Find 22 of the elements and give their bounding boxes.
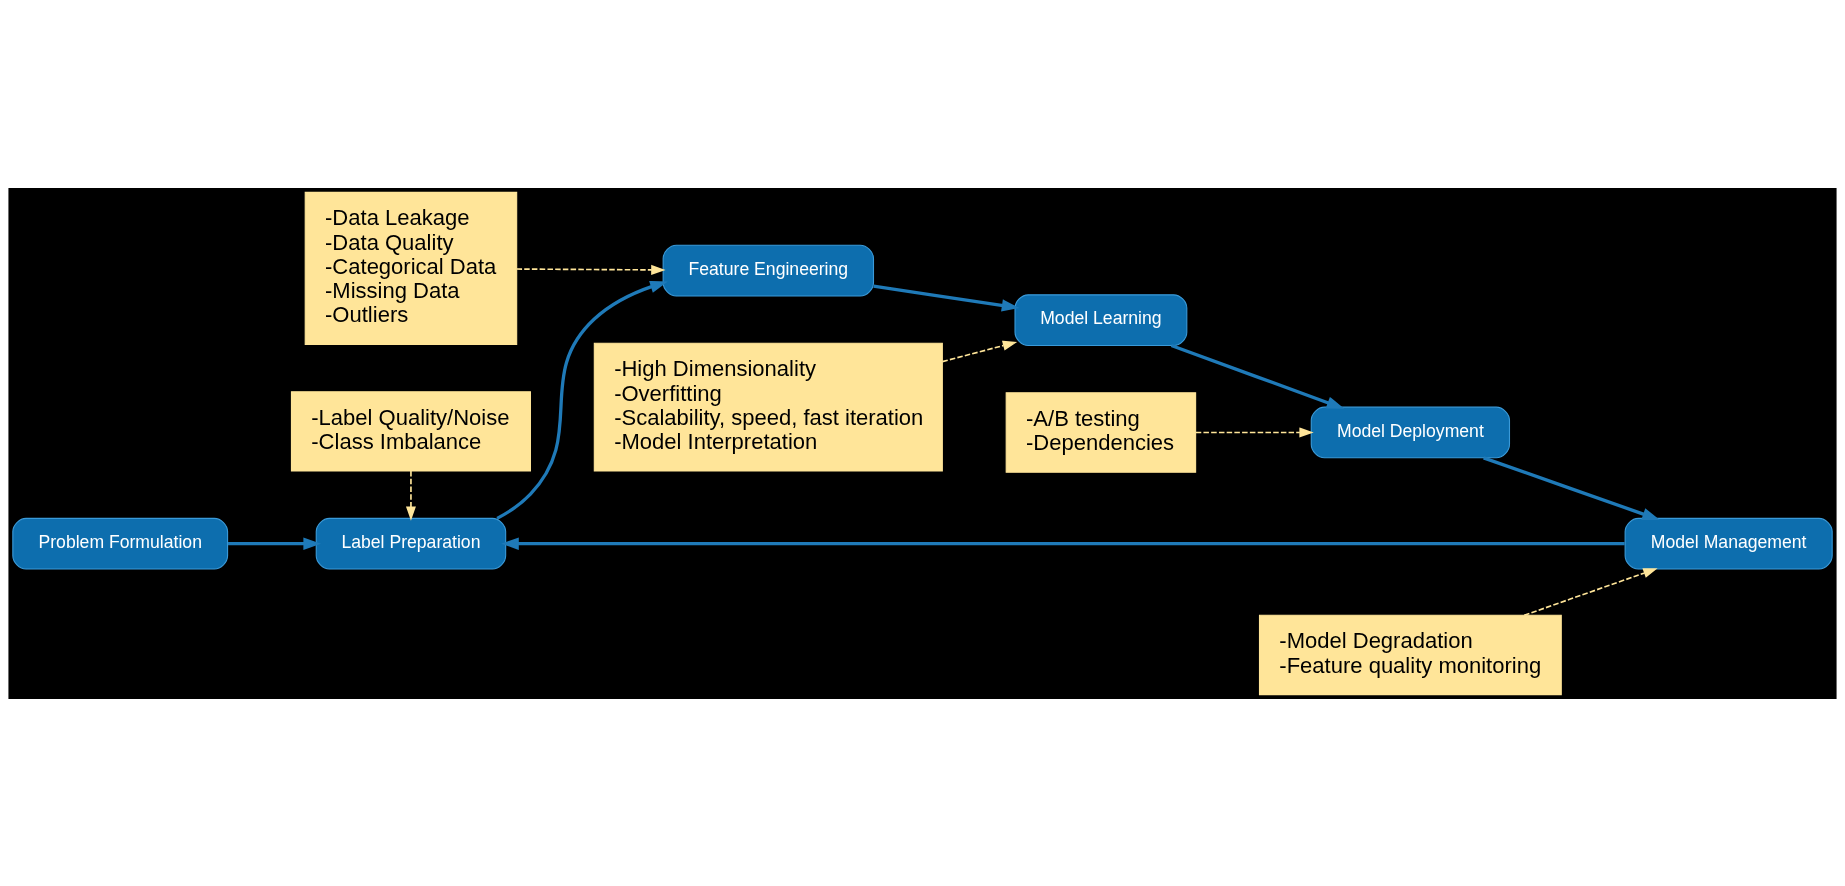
- arrow: [1483, 455, 1660, 520]
- node-box: Model Learning: [1014, 293, 1188, 346]
- node-box: Label Preparation: [315, 517, 507, 570]
- node-box: Feature Engineering: [662, 244, 875, 296]
- node-box: Model Deployment: [1310, 406, 1511, 458]
- arrow: [941, 340, 1018, 362]
- arrow: [227, 537, 322, 550]
- node-box: Model Management: [1624, 517, 1833, 570]
- node-box: -Label Quality/Noise -Class Imbalance: [290, 390, 531, 472]
- arrow: [1170, 343, 1345, 409]
- arrow: [515, 264, 666, 275]
- arrow: [405, 469, 416, 521]
- arrow: [873, 284, 1020, 312]
- node-box: -Data Leakage -Data Quality -Categorical Data -Missing Data -Outliers: [304, 191, 518, 345]
- arrow: [501, 537, 1625, 550]
- node-box: Problem Formulation: [12, 517, 229, 570]
- arrow: [1523, 567, 1658, 616]
- node-box: -A/B testing -Dependencies: [1005, 391, 1197, 473]
- node-box: -High Dimensionality -Overfitting -Scalability, speed, fast iteration -Model Interpretation: [593, 342, 943, 472]
- arrow: [496, 280, 668, 520]
- arrow: [1195, 426, 1314, 437]
- node-box: -Model Degradation -Feature quality monitoring: [1258, 614, 1562, 695]
